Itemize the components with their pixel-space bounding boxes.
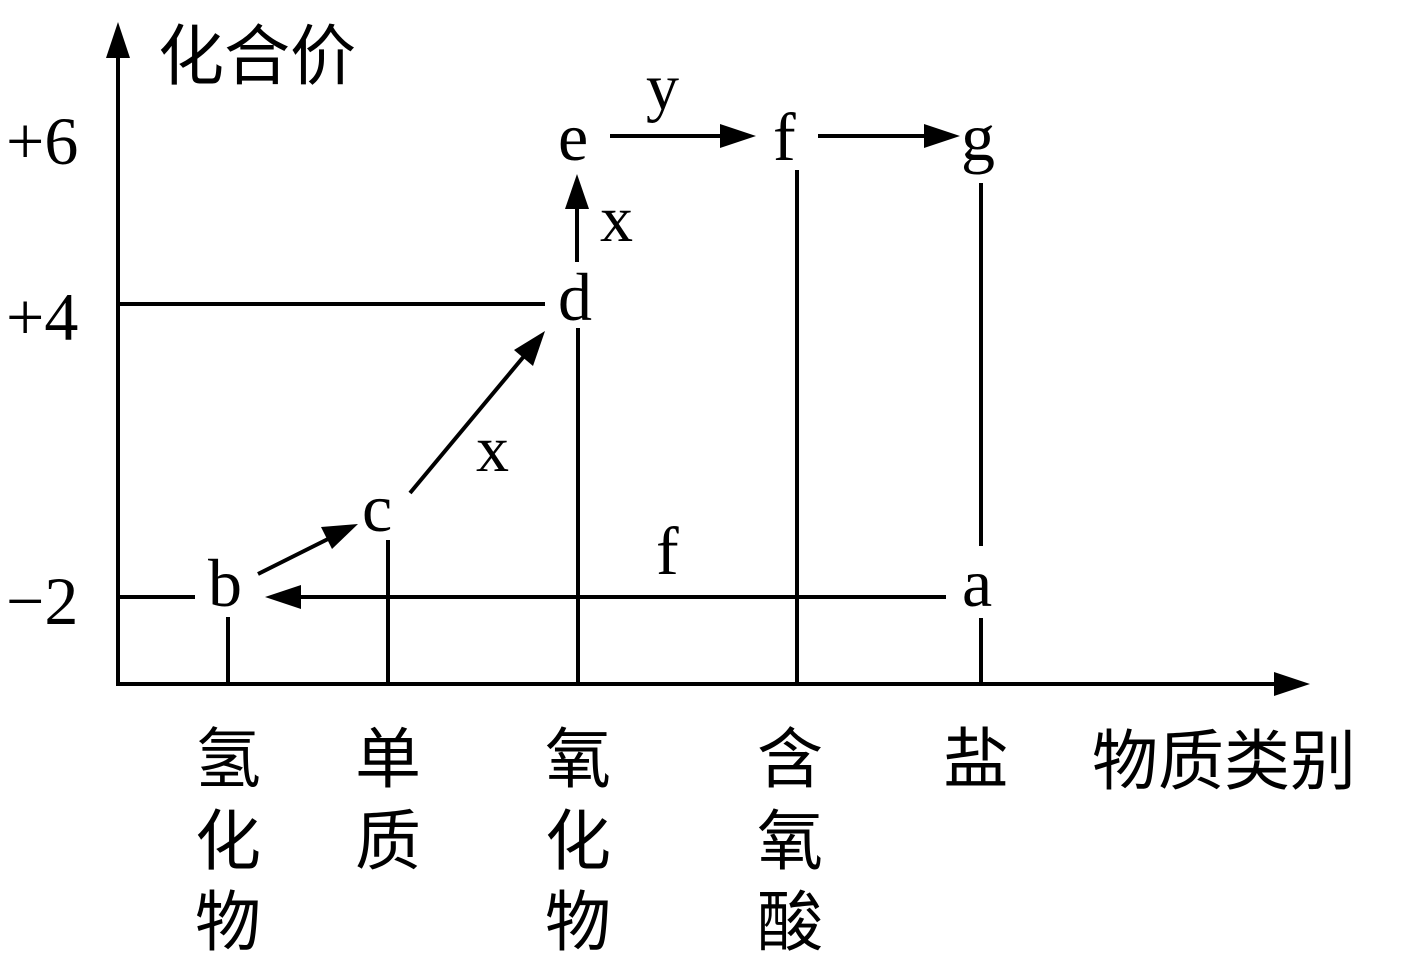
category-char: 含 bbox=[757, 721, 823, 798]
category-salt: 盐 bbox=[943, 721, 1009, 798]
category-char: 单 bbox=[355, 721, 421, 798]
category-char: 酸 bbox=[757, 884, 823, 961]
arrow-label-a-to-b: f bbox=[656, 513, 679, 589]
category-hydride: 氢 化 物 bbox=[195, 721, 261, 961]
category-oxyacid: 含 氧 酸 bbox=[757, 721, 823, 961]
point-b: b bbox=[208, 545, 242, 621]
y-tick-label: +6 bbox=[6, 103, 78, 179]
category-char: 物 bbox=[195, 884, 261, 961]
category-char: 化 bbox=[195, 803, 261, 880]
axes bbox=[106, 22, 1310, 696]
y-axis-arrowhead bbox=[106, 22, 130, 58]
arrowhead-c-to-d bbox=[514, 331, 545, 366]
point-a: a bbox=[962, 545, 992, 621]
arrowhead-f-to-g bbox=[924, 124, 960, 148]
category-element: 单 质 bbox=[355, 721, 421, 880]
arrow-b-to-c bbox=[257, 536, 331, 576]
y-ticks: +6 +4 −2 bbox=[6, 103, 78, 639]
category-labels: 氢 化 物 单 质 氧 化 物 含 氧 酸 盐 bbox=[195, 721, 1009, 961]
arrow-labels: x x y f bbox=[476, 51, 679, 589]
category-oxide: 氧 化 物 bbox=[545, 721, 611, 961]
arrows bbox=[257, 124, 960, 609]
arrow-c-to-d bbox=[408, 353, 527, 495]
arrowhead-b-to-c bbox=[321, 524, 358, 549]
point-e: e bbox=[558, 99, 588, 175]
y-axis-label: 化合价 bbox=[158, 18, 356, 95]
point-d: d bbox=[558, 259, 592, 335]
arrow-label-d-to-e: x bbox=[600, 183, 633, 256]
arrowhead-a-to-b bbox=[265, 585, 301, 609]
guide-lines bbox=[118, 170, 983, 686]
y-tick-label: −2 bbox=[6, 563, 78, 639]
x-axis-arrowhead bbox=[1274, 672, 1310, 696]
point-g: g bbox=[961, 99, 995, 175]
x-axis-label: 物质类别 bbox=[1092, 723, 1356, 800]
point-f: f bbox=[773, 99, 796, 175]
arrow-label-c-to-d: x bbox=[476, 413, 509, 486]
category-char: 质 bbox=[355, 803, 421, 880]
arrowhead-e-to-f bbox=[720, 124, 756, 148]
category-char: 物 bbox=[545, 884, 611, 961]
y-tick-label: +4 bbox=[6, 279, 78, 355]
category-char: 氧 bbox=[757, 803, 823, 880]
category-char: 氢 bbox=[195, 721, 261, 798]
category-char: 化 bbox=[545, 803, 611, 880]
point-labels: e f g d c b a bbox=[208, 99, 995, 621]
arrow-label-e-to-f: y bbox=[646, 51, 679, 124]
category-char: 盐 bbox=[943, 721, 1009, 798]
arrowhead-d-to-e bbox=[565, 174, 589, 209]
point-c: c bbox=[362, 470, 392, 546]
category-char: 氧 bbox=[545, 721, 611, 798]
